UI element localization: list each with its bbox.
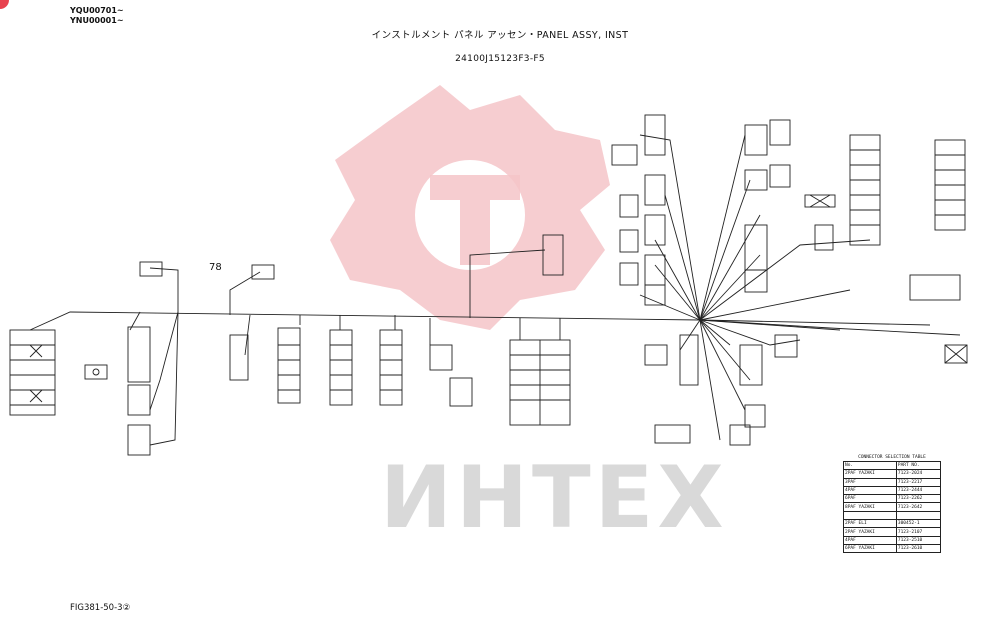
table-row [843, 510, 942, 521]
watermark-text: ИНТЕХ [380, 448, 728, 548]
serial-range: YQU00701~ YNU00001~ [70, 6, 124, 26]
table-header-cell: PART NO. [895, 460, 942, 471]
table-cell [843, 510, 897, 521]
table-cell: 4PAF [843, 485, 897, 496]
table-cell: 8PAF YAZAKI [843, 502, 897, 512]
table-cell: 6PAF [843, 494, 897, 504]
serial-to: YNU00001~ [70, 16, 124, 25]
table-cell: 7123-2262 [895, 494, 942, 504]
table-cell [895, 510, 942, 521]
table-cell: 4PAF [843, 535, 897, 545]
table-cell: 7123-2642 [895, 502, 942, 512]
table-cell: 7123-2444 [895, 485, 942, 496]
lamp-icon [84, 364, 108, 380]
table-header-row: No. PART NO. [843, 460, 942, 471]
table-caption: CONNECTOR SELECTION TABLE [858, 455, 926, 460]
table-cell: 2PAF YAZAKI [843, 469, 897, 479]
table-cell: 300452-1 [895, 519, 942, 529]
table-cell: 7123-2510 [895, 535, 942, 545]
serial-from: YQU00701~ [70, 6, 124, 15]
page-title: インストルメント パネル アッセン・PANEL ASSY, INST [371, 30, 629, 41]
table-cell: 2PAF YAZAKI [843, 527, 897, 537]
table-cell: 7123-2610 [895, 543, 942, 554]
table-cell: 3PAF [843, 477, 897, 487]
table-cell: 2PAF ELI [843, 519, 897, 529]
callout-78: 78 [209, 262, 222, 273]
table-header-cell: No. [843, 460, 897, 471]
table-cell: 7123-2107 [895, 527, 942, 537]
figure-id: FIG381-50-3② [70, 603, 131, 613]
main-harness-line [29, 311, 931, 331]
table-cell: 7123-2217 [895, 477, 942, 487]
part-number: 24100J15123F3-F5 [455, 54, 545, 64]
table-cell: 6PAF YAZAKI [843, 543, 897, 554]
table-cell: 7123-2024 [895, 469, 942, 479]
connector-selection-table: CONNECTOR SELECTION TABLE No. PART NO. 2… [843, 455, 942, 554]
corner-badge [0, 0, 9, 9]
